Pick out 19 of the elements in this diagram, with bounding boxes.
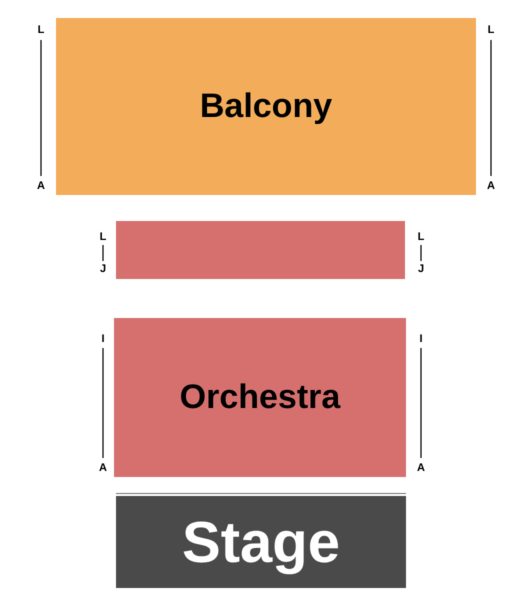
row-letter: J <box>416 263 426 275</box>
row-letter: I <box>418 333 424 345</box>
row-letter: J <box>98 263 108 275</box>
row-letter: A <box>486 180 496 192</box>
row-letter: I <box>100 333 106 345</box>
row-letter: L <box>98 231 108 243</box>
row-letter: A <box>36 180 46 192</box>
balcony-section <box>56 18 476 195</box>
section-label: Stage <box>182 508 340 576</box>
seating-section <box>116 221 405 279</box>
section-label: Orchestra <box>180 378 340 417</box>
row-letter: A <box>98 462 108 474</box>
row-letter: A <box>416 462 426 474</box>
orchestra-section <box>114 318 406 477</box>
section-label: Balcony <box>200 87 332 126</box>
row-letter: L <box>36 24 46 36</box>
stage-area <box>116 496 406 588</box>
row-letter: L <box>486 24 496 36</box>
row-letter: L <box>416 231 426 243</box>
